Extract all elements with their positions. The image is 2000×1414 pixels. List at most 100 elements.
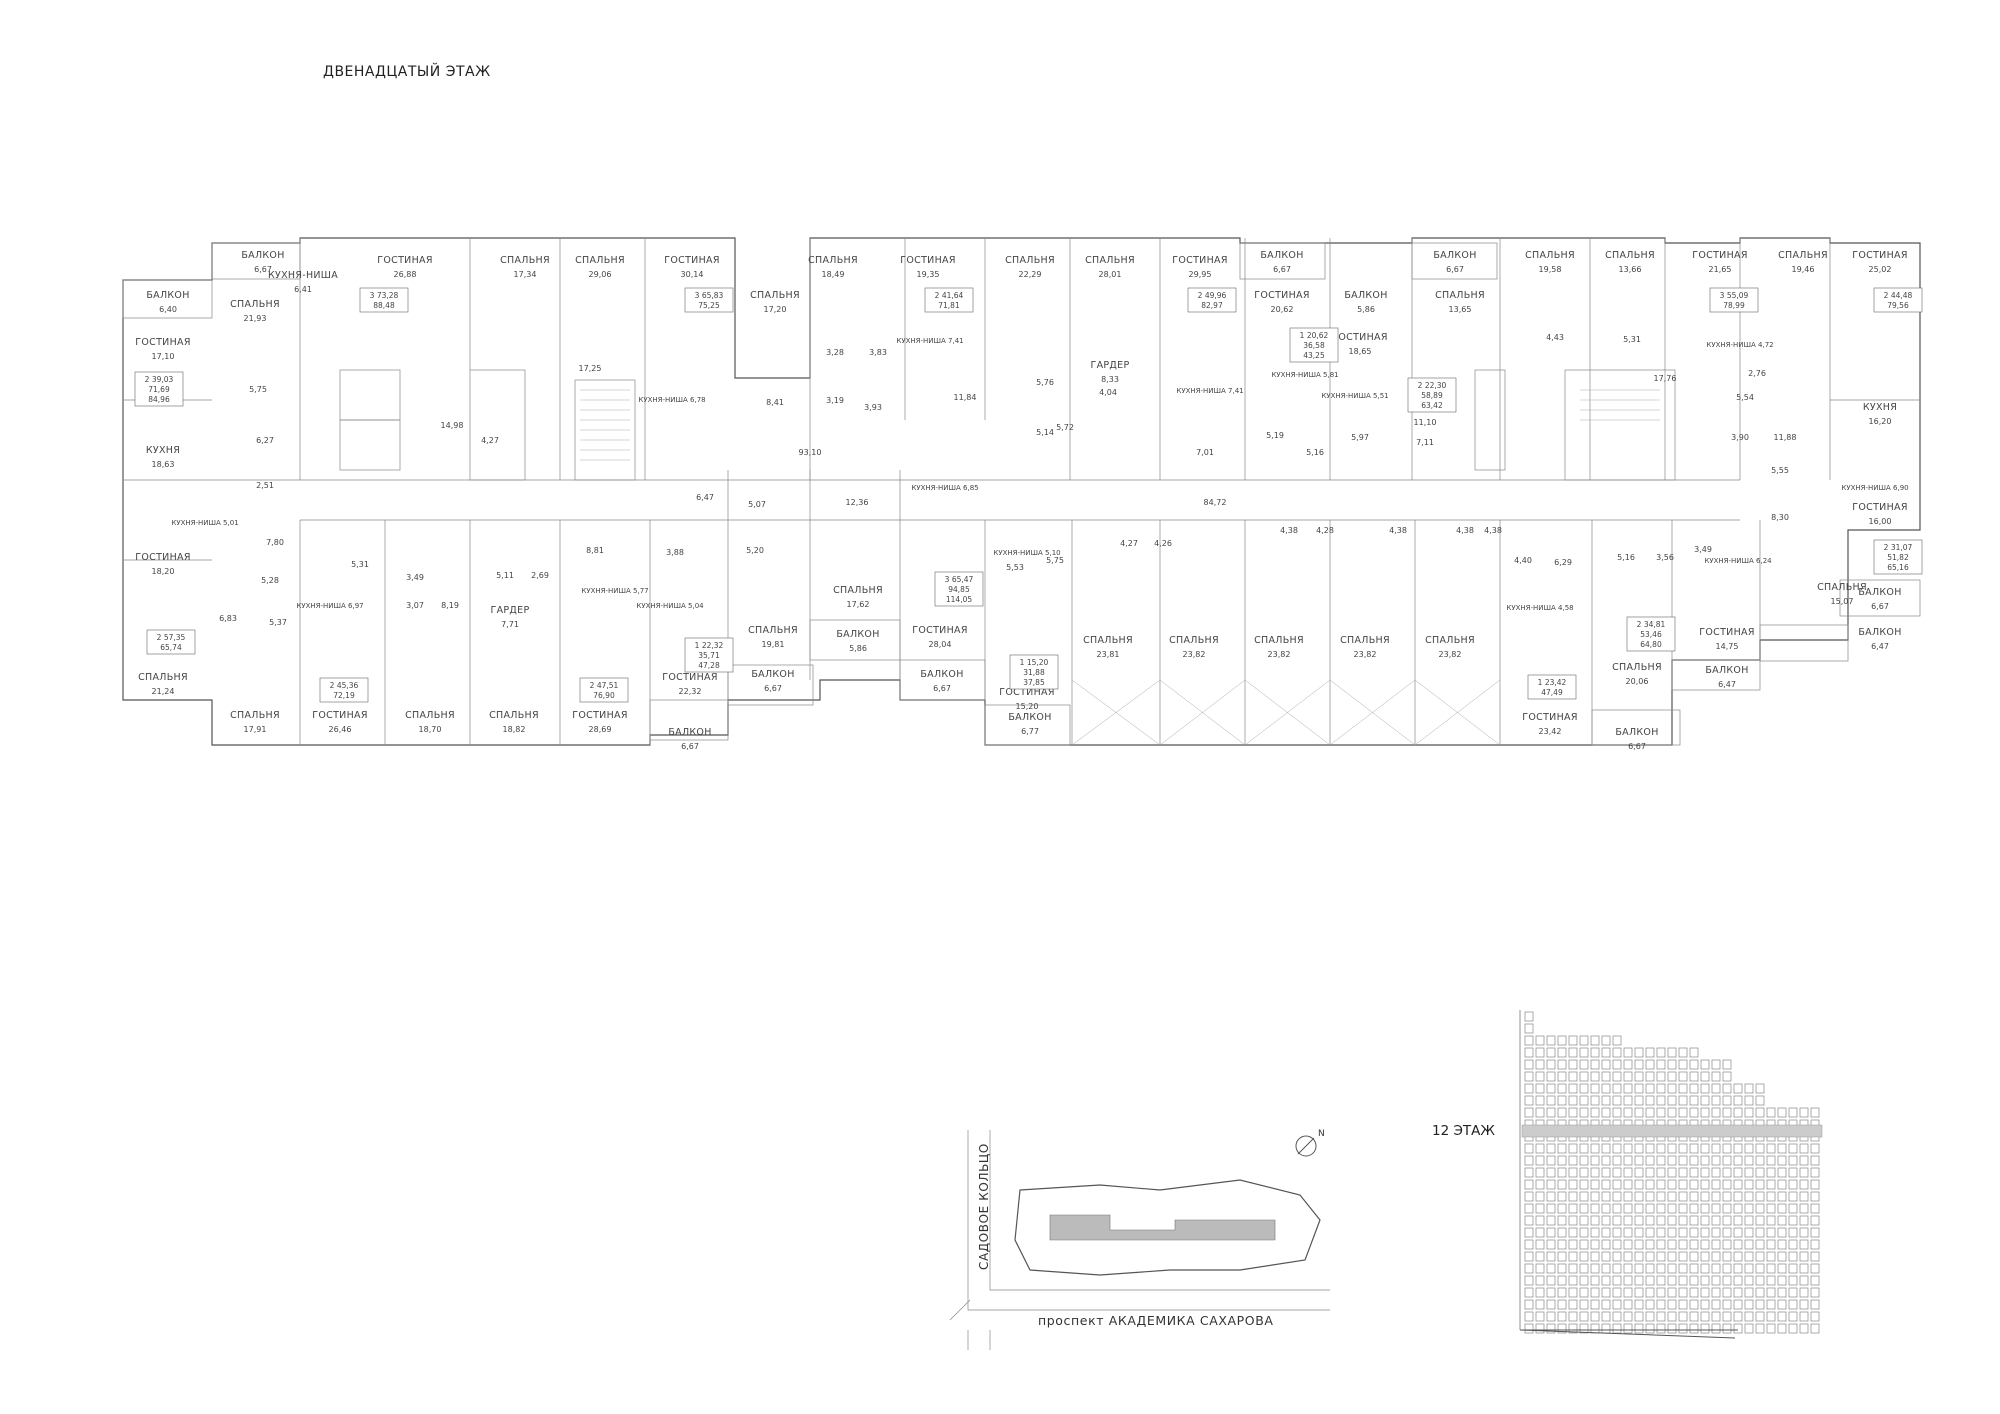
facade-window (1601, 1143, 1611, 1154)
apartment-value: 2 57,35 (157, 633, 186, 642)
facade-window (1645, 1179, 1655, 1190)
facade-window (1711, 1299, 1721, 1310)
facade-window (1744, 1215, 1754, 1226)
room-name: БАЛКОН (1858, 627, 1901, 638)
room-area: 29,95 (1189, 270, 1212, 279)
area-value: 5,55 (1771, 466, 1789, 475)
facade-window (1612, 1047, 1622, 1058)
room-name: БАЛКОН (241, 250, 284, 261)
facade-window (1667, 1287, 1677, 1298)
area-value: 7,80 (266, 538, 284, 547)
facade-window (1711, 1083, 1721, 1094)
apartment-value: 53,46 (1640, 630, 1662, 639)
facade-window (1788, 1143, 1798, 1154)
facade-window (1557, 1071, 1567, 1082)
facade-window (1700, 1179, 1710, 1190)
apartment-value: 58,89 (1421, 391, 1443, 400)
apartment-value: 2 45,36 (330, 681, 359, 690)
facade-window (1656, 1227, 1666, 1238)
room-area: 23,82 (1268, 650, 1291, 659)
facade-window (1788, 1215, 1798, 1226)
facade-window (1645, 1263, 1655, 1274)
facade-window (1568, 1179, 1578, 1190)
facade-window (1678, 1083, 1688, 1094)
facade-window (1535, 1095, 1545, 1106)
facade-window (1755, 1215, 1765, 1226)
facade-window (1799, 1311, 1809, 1322)
facade-window (1799, 1251, 1809, 1262)
area-value: 8,81 (586, 546, 604, 555)
apartment-value: 2 34,81 (1637, 620, 1666, 629)
facade-window (1755, 1167, 1765, 1178)
facade-window (1557, 1215, 1567, 1226)
area-value: 5,37 (269, 618, 287, 627)
facade-window (1645, 1275, 1655, 1286)
facade-window (1810, 1287, 1820, 1298)
facade-window (1766, 1239, 1776, 1250)
facade-window (1590, 1155, 1600, 1166)
apartment-value: 82,97 (1201, 301, 1223, 310)
room-area: 6,67 (254, 265, 272, 274)
building-outline (122, 237, 1921, 746)
kitchen-niche-label: КУХНЯ-НИША 5,10 (993, 549, 1060, 557)
apartment-value: 51,82 (1887, 553, 1909, 562)
facade-window (1700, 1227, 1710, 1238)
facade-window (1744, 1239, 1754, 1250)
facade-window (1634, 1071, 1644, 1082)
facade-window (1755, 1179, 1765, 1190)
facade-window (1557, 1239, 1567, 1250)
facade-window (1689, 1047, 1699, 1058)
site-plan: САДОВОЕ КОЛЬЦО проспект АКАДЕМИКА САХАРО… (949, 1129, 1330, 1350)
facade-window (1546, 1167, 1556, 1178)
room-area: 13,65 (1449, 305, 1472, 314)
room-name: ГОСТИНАЯ (1692, 250, 1747, 261)
facade-window (1568, 1071, 1578, 1082)
facade-window (1568, 1227, 1578, 1238)
facade-window (1744, 1155, 1754, 1166)
facade-window (1535, 1263, 1545, 1274)
facade-window (1546, 1311, 1556, 1322)
facade-window (1722, 1083, 1732, 1094)
facade-window (1689, 1107, 1699, 1118)
kitchen-niche-label: КУХНЯ-НИША 4,58 (1506, 604, 1573, 612)
facade-window (1733, 1227, 1743, 1238)
apartment-value: 78,99 (1723, 301, 1745, 310)
room-name: БАЛКОН (1615, 727, 1658, 738)
facade-window (1733, 1167, 1743, 1178)
facade-window (1777, 1239, 1787, 1250)
facade-window (1524, 1299, 1534, 1310)
facade-window (1645, 1047, 1655, 1058)
facade-window (1711, 1059, 1721, 1070)
facade-window (1634, 1311, 1644, 1322)
area-value: 4,38 (1280, 526, 1298, 535)
facade-window (1524, 1203, 1534, 1214)
facade-window (1766, 1275, 1776, 1286)
facade-window (1590, 1143, 1600, 1154)
facade-window (1711, 1143, 1721, 1154)
facade-window (1810, 1239, 1820, 1250)
facade-window (1711, 1155, 1721, 1166)
facade-window (1645, 1071, 1655, 1082)
facade-window (1535, 1275, 1545, 1286)
facade-window (1623, 1227, 1633, 1238)
facade-window (1590, 1239, 1600, 1250)
facade-window (1623, 1179, 1633, 1190)
facade-window (1601, 1323, 1611, 1334)
facade-window (1634, 1083, 1644, 1094)
room-name: ГОСТИНАЯ (912, 625, 967, 636)
kitchen-niche-label: КУХНЯ-НИША 4,72 (1706, 341, 1773, 349)
facade-window (1612, 1299, 1622, 1310)
facade-window (1546, 1287, 1556, 1298)
room-name: СПАЛЬНЯ (1612, 662, 1662, 673)
facade-window (1777, 1203, 1787, 1214)
facade-window (1623, 1071, 1633, 1082)
area-value: 4,43 (1546, 333, 1564, 342)
facade-window (1777, 1299, 1787, 1310)
facade-window (1689, 1251, 1699, 1262)
facade-window (1612, 1071, 1622, 1082)
facade-window (1590, 1047, 1600, 1058)
facade-window (1568, 1035, 1578, 1046)
area-value: 2,51 (256, 481, 274, 490)
facade-window (1700, 1155, 1710, 1166)
